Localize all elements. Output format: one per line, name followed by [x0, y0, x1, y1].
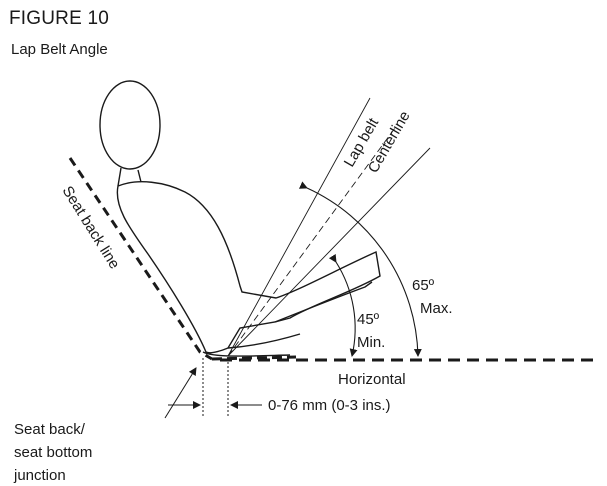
occupant-lower-leg	[227, 281, 373, 349]
max-angle-value: 65º	[412, 277, 435, 294]
figure-subtitle: Lap Belt Angle	[11, 41, 108, 58]
occupant-head	[99, 80, 161, 170]
occupant-figure	[99, 80, 381, 357]
seat-back-line-label: Seat back line	[59, 183, 123, 272]
horizontal-label: Horizontal	[338, 371, 406, 388]
lap-belt-centerline	[227, 127, 396, 357]
junction-label-line2: seat bottom	[14, 444, 92, 461]
offset-range-label: 0-76 mm (0-3 ins.)	[268, 397, 391, 414]
angle-arc-45-min	[328, 253, 358, 357]
angle-arc-65-max	[298, 181, 422, 357]
min-angle-word: Min.	[357, 334, 385, 351]
junction-label-line1: Seat back/	[14, 421, 86, 438]
junction-label-line3: junction	[13, 467, 66, 484]
occupant-seat-curve	[202, 351, 291, 357]
occupant-neck	[117, 167, 142, 187]
junction-pointer-arrow	[164, 367, 197, 419]
figure-title: FIGURE 10	[9, 8, 109, 29]
lap-belt-upper-line	[227, 97, 371, 357]
lap-belt-lower-line	[227, 147, 431, 357]
min-angle-value: 45º	[357, 311, 380, 328]
seat-back-line	[68, 157, 213, 361]
max-angle-word: Max.	[420, 300, 453, 317]
